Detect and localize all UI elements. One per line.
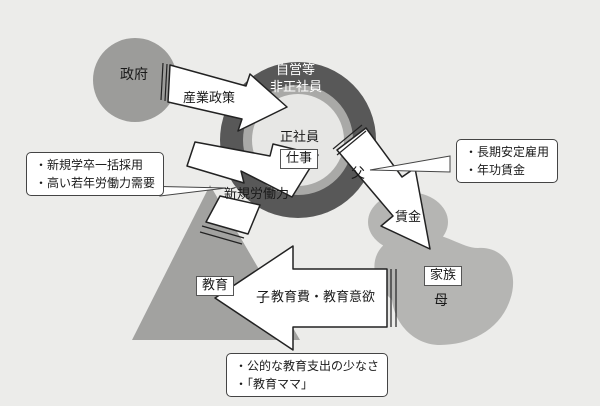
family-blob	[374, 232, 514, 345]
employment-callout-pointer	[369, 155, 451, 173]
mother-label: 母	[434, 293, 448, 309]
employment-callout-line: ・年功賃金	[465, 163, 526, 177]
self-employed-label-line1: 自営等	[276, 63, 316, 78]
employment-callout-line: ・長期安定雇用	[465, 145, 550, 159]
education-label: 教育	[196, 276, 235, 296]
education-cost-arrow-ticks	[390, 269, 397, 327]
wages-arrow	[336, 127, 431, 250]
new-labor-stem	[205, 195, 261, 235]
government-circle	[93, 38, 177, 122]
self-employed-label-line2: 非正社員	[270, 80, 323, 95]
hiring-callout-line: ・高い若年労働力需要	[35, 176, 156, 190]
education-callout: ・公的な教育支出の少なさ ・「教育ママ」	[226, 353, 389, 397]
new-labor-arrow-ticks	[199, 225, 245, 245]
education-callout-line: ・「教育ママ」	[235, 377, 314, 391]
child-label: 子	[256, 290, 270, 306]
industrial-policy-arrow	[167, 64, 288, 132]
education-cost-arrow	[214, 245, 388, 351]
wages-arrow-ticks	[332, 124, 367, 156]
employment-callout: ・長期安定雇用 ・年功賃金	[456, 139, 559, 183]
education-cost-label: 教育費・教育意欲	[271, 290, 376, 305]
new-labor-label: 新規労働力	[224, 187, 290, 202]
father-label: 父	[351, 166, 365, 182]
regular-employee-label: 正社員	[280, 130, 320, 145]
work-label: 仕事	[280, 149, 319, 169]
wages-label: 賃金	[395, 210, 422, 225]
industrial-policy-label: 産業政策	[183, 91, 236, 106]
hiring-callout-line: ・新規学卒一括採用	[35, 158, 144, 172]
industrial-policy-arrow-ticks	[160, 62, 168, 102]
education-callout-line: ・公的な教育支出の少なさ	[235, 359, 380, 373]
government-label: 政府	[120, 67, 148, 83]
family-label: 家族	[424, 266, 463, 286]
hiring-callout: ・新規学卒一括採用 ・高い若年労働力需要	[26, 152, 165, 196]
